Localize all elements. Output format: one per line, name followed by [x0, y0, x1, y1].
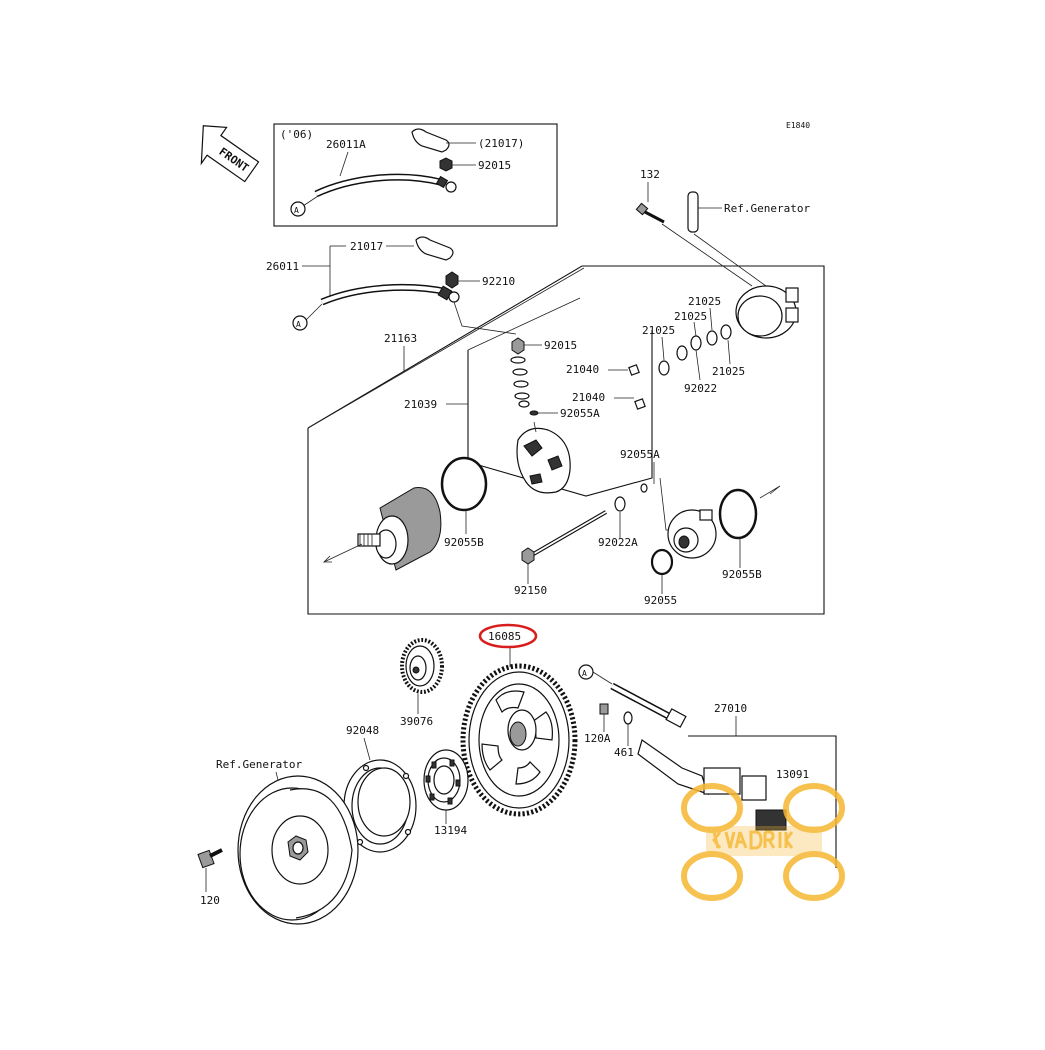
label-92022A: 92022A — [598, 536, 638, 549]
label-21017-paren: (21017) — [478, 137, 524, 150]
label-26011A: 26011A — [326, 138, 366, 151]
label-461: 461 — [614, 746, 634, 759]
nut-92015 — [511, 337, 525, 355]
starter-motor-yoke — [357, 487, 442, 571]
brush-holder-frame — [467, 330, 653, 497]
label-26011: 26011 — [266, 260, 299, 273]
o-ring-92055B-right — [718, 488, 758, 540]
o-ring-92055 — [650, 548, 674, 576]
front-arrow-icon: FRONT — [200, 125, 260, 183]
terminal-boot-top — [411, 128, 450, 153]
label-120A: 120A — [584, 732, 611, 745]
label-21040-a: 21040 — [566, 363, 599, 376]
label-92055: 92055 — [644, 594, 677, 607]
nut-92015-top — [439, 157, 453, 172]
bolt-132 — [635, 202, 665, 224]
diagram-code: E1840 — [786, 121, 810, 130]
ref-generator-top: Ref.Generator — [724, 202, 810, 215]
starter-clutch-gear-16085 — [460, 663, 578, 817]
starter-end-cover — [735, 285, 799, 339]
label-92015-top: 92015 — [478, 159, 511, 172]
year-note: ('06) — [280, 128, 313, 141]
label-21163: 21163 — [384, 332, 417, 345]
label-21017: 21017 — [350, 240, 383, 253]
through-bolt-92150 — [521, 510, 608, 565]
kvadrik-watermark-logo — [681, 783, 845, 901]
label-21025-d: 21025 — [712, 365, 745, 378]
label-21025-b: 21025 — [674, 310, 707, 323]
label-27010: 27010 — [714, 702, 747, 715]
starter-motor-box — [307, 265, 825, 615]
label-13091: 13091 — [776, 768, 809, 781]
callout-a-bottom-text: A — [582, 669, 587, 678]
label-92048: 92048 — [346, 724, 379, 737]
label-92055A-b: 92055A — [620, 448, 660, 461]
label-132: 132 — [640, 168, 660, 181]
brush-plate — [516, 421, 571, 494]
generator-rotor — [237, 775, 359, 925]
label-92015: 92015 — [544, 339, 577, 352]
label-21040-b: 21040 — [572, 391, 605, 404]
highlight-ring-16085 — [478, 623, 538, 649]
label-92150: 92150 — [514, 584, 547, 597]
starter-relay — [703, 767, 787, 831]
nut-92210 — [445, 271, 459, 289]
label-92022: 92022 — [684, 382, 717, 395]
idle-gear-39076 — [400, 638, 444, 694]
label-39076: 39076 — [400, 715, 433, 728]
o-ring-92055B-left — [440, 456, 488, 512]
callout-a-top-text: A — [294, 206, 299, 215]
callout-a-mid — [292, 315, 308, 331]
label-21025-c: 21025 — [642, 324, 675, 337]
label-21025-a: 21025 — [688, 295, 721, 308]
label-21039: 21039 — [404, 398, 437, 411]
label-92055A-a: 92055A — [560, 407, 600, 420]
bolt-120 — [197, 848, 223, 869]
label-16085: 16085 — [488, 630, 521, 643]
callout-a-top — [290, 201, 306, 217]
label-92210: 92210 — [482, 275, 515, 288]
ref-generator-bottom: Ref.Generator — [216, 758, 302, 771]
callout-a-mid-text: A — [296, 320, 301, 329]
year-inset-box — [273, 123, 558, 227]
terminal-boot-main — [415, 236, 454, 261]
label-13194: 13194 — [434, 824, 467, 837]
ref-generator-bracket — [687, 191, 699, 233]
label-92055B-a: 92055B — [444, 536, 484, 549]
one-way-clutch-13194 — [423, 749, 469, 811]
washer-92022A — [614, 496, 626, 512]
gear-plate-92048 — [343, 759, 417, 853]
label-92055B-b: 92055B — [722, 568, 762, 581]
label-120: 120 — [200, 894, 220, 907]
starter-front-cover — [667, 509, 717, 559]
